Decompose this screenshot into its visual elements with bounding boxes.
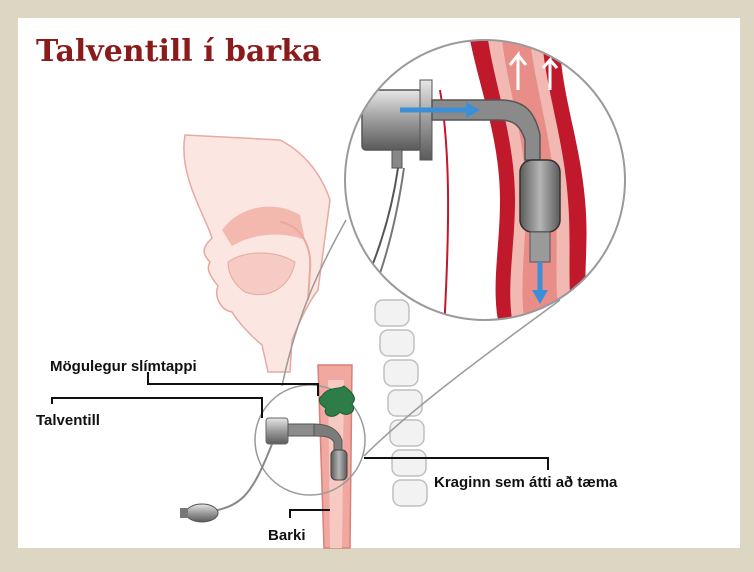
trachea-label: Barki — [268, 527, 306, 544]
head-profile — [184, 135, 330, 372]
cuff-large — [520, 160, 560, 232]
cuff-label: Kraginn sem átti að tæma — [434, 474, 617, 491]
cuff-small — [331, 450, 347, 480]
speaking-valve-label: Talventill — [36, 412, 100, 429]
spine — [375, 300, 427, 506]
zoom-detail — [340, 40, 640, 330]
leader-lines — [52, 372, 548, 518]
pilot-tube — [210, 444, 272, 512]
pilot-balloon — [180, 504, 218, 522]
page-title: Talventill í barka — [36, 34, 321, 69]
mucus-plug-label: Mögulegur slímtappi — [50, 358, 197, 375]
